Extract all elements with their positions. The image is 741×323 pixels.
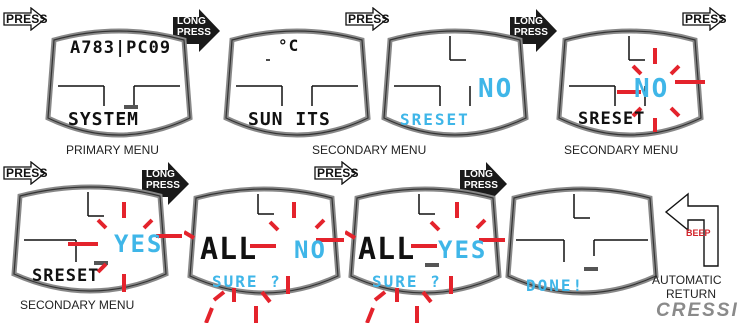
display-screen-3 — [381, 28, 529, 138]
display-screen-5 — [11, 184, 182, 294]
long-press-label-3b: PRESS — [146, 180, 180, 191]
press-arrow-2 — [345, 7, 389, 31]
display-screen-7 — [345, 186, 505, 323]
press-label-3: PRESS — [685, 12, 727, 26]
beep-label: BEEP — [686, 228, 711, 238]
display-screen-8 — [505, 186, 659, 296]
press-label-5: PRESS — [317, 166, 359, 180]
screen-1-top-text: A783|PC09 — [70, 38, 172, 58]
screen-4-bottom-text: SRESET — [578, 109, 646, 129]
screen-4-value: NO — [634, 74, 670, 104]
screen-1-bottom-text: SYSTEM — [68, 109, 140, 130]
screen-2-bottom-text: SUN ITS — [248, 109, 331, 130]
press-arrow-5 — [314, 161, 358, 185]
long-press-label-1b: PRESS — [177, 27, 211, 38]
screen-3-value: NO — [478, 74, 514, 104]
long-press-label-4b: PRESS — [464, 180, 498, 191]
screen-8-value: DONE! — [526, 276, 585, 295]
display-screen-1 — [45, 28, 193, 138]
long-press-label-3a: LONG — [146, 169, 175, 180]
caption-secondary-menu-3: SECONDARY MENU — [20, 298, 135, 312]
caption-secondary-menu-2: SECONDARY MENU — [564, 143, 679, 157]
display-screen-2 — [223, 28, 371, 138]
automatic-return-arrow — [664, 192, 719, 267]
caption-primary-menu: PRIMARY MENU — [66, 143, 159, 157]
press-arrow-1 — [3, 7, 47, 31]
display-screen-6 — [184, 186, 344, 323]
screen-6-prompt: SURE ? — [212, 272, 282, 291]
long-press-label-2a: LONG — [514, 16, 543, 27]
caption-return: RETURN — [666, 287, 716, 301]
caption-secondary-menu-1: SECONDARY MENU — [312, 143, 427, 157]
press-label-1: PRESS — [6, 12, 48, 26]
screen-7-value: YES — [438, 236, 488, 264]
screen-6-value: NO — [294, 236, 327, 264]
screen-3-bottom-text: SRESET — [400, 110, 470, 129]
screen-7-left-text: ALL — [358, 232, 416, 267]
press-arrow-4 — [3, 161, 47, 185]
display-screen-4 — [556, 28, 705, 138]
press-label-2: PRESS — [348, 12, 390, 26]
caption-automatic: AUTOMATIC — [652, 273, 722, 287]
press-label-4: PRESS — [6, 166, 48, 180]
long-press-label-2b: PRESS — [514, 27, 548, 38]
long-press-label-1a: LONG — [177, 16, 206, 27]
screen-2-top-text: °C — [278, 36, 300, 55]
cressi-logo: CRESSI — [656, 300, 739, 321]
screen-7-prompt: SURE ? — [372, 272, 442, 291]
screen-5-bottom-text: SRESET — [32, 266, 100, 286]
press-arrow-3 — [682, 7, 726, 31]
long-press-label-4a: LONG — [464, 169, 493, 180]
screen-6-left-text: ALL — [200, 232, 258, 267]
screen-5-value: YES — [114, 230, 164, 258]
